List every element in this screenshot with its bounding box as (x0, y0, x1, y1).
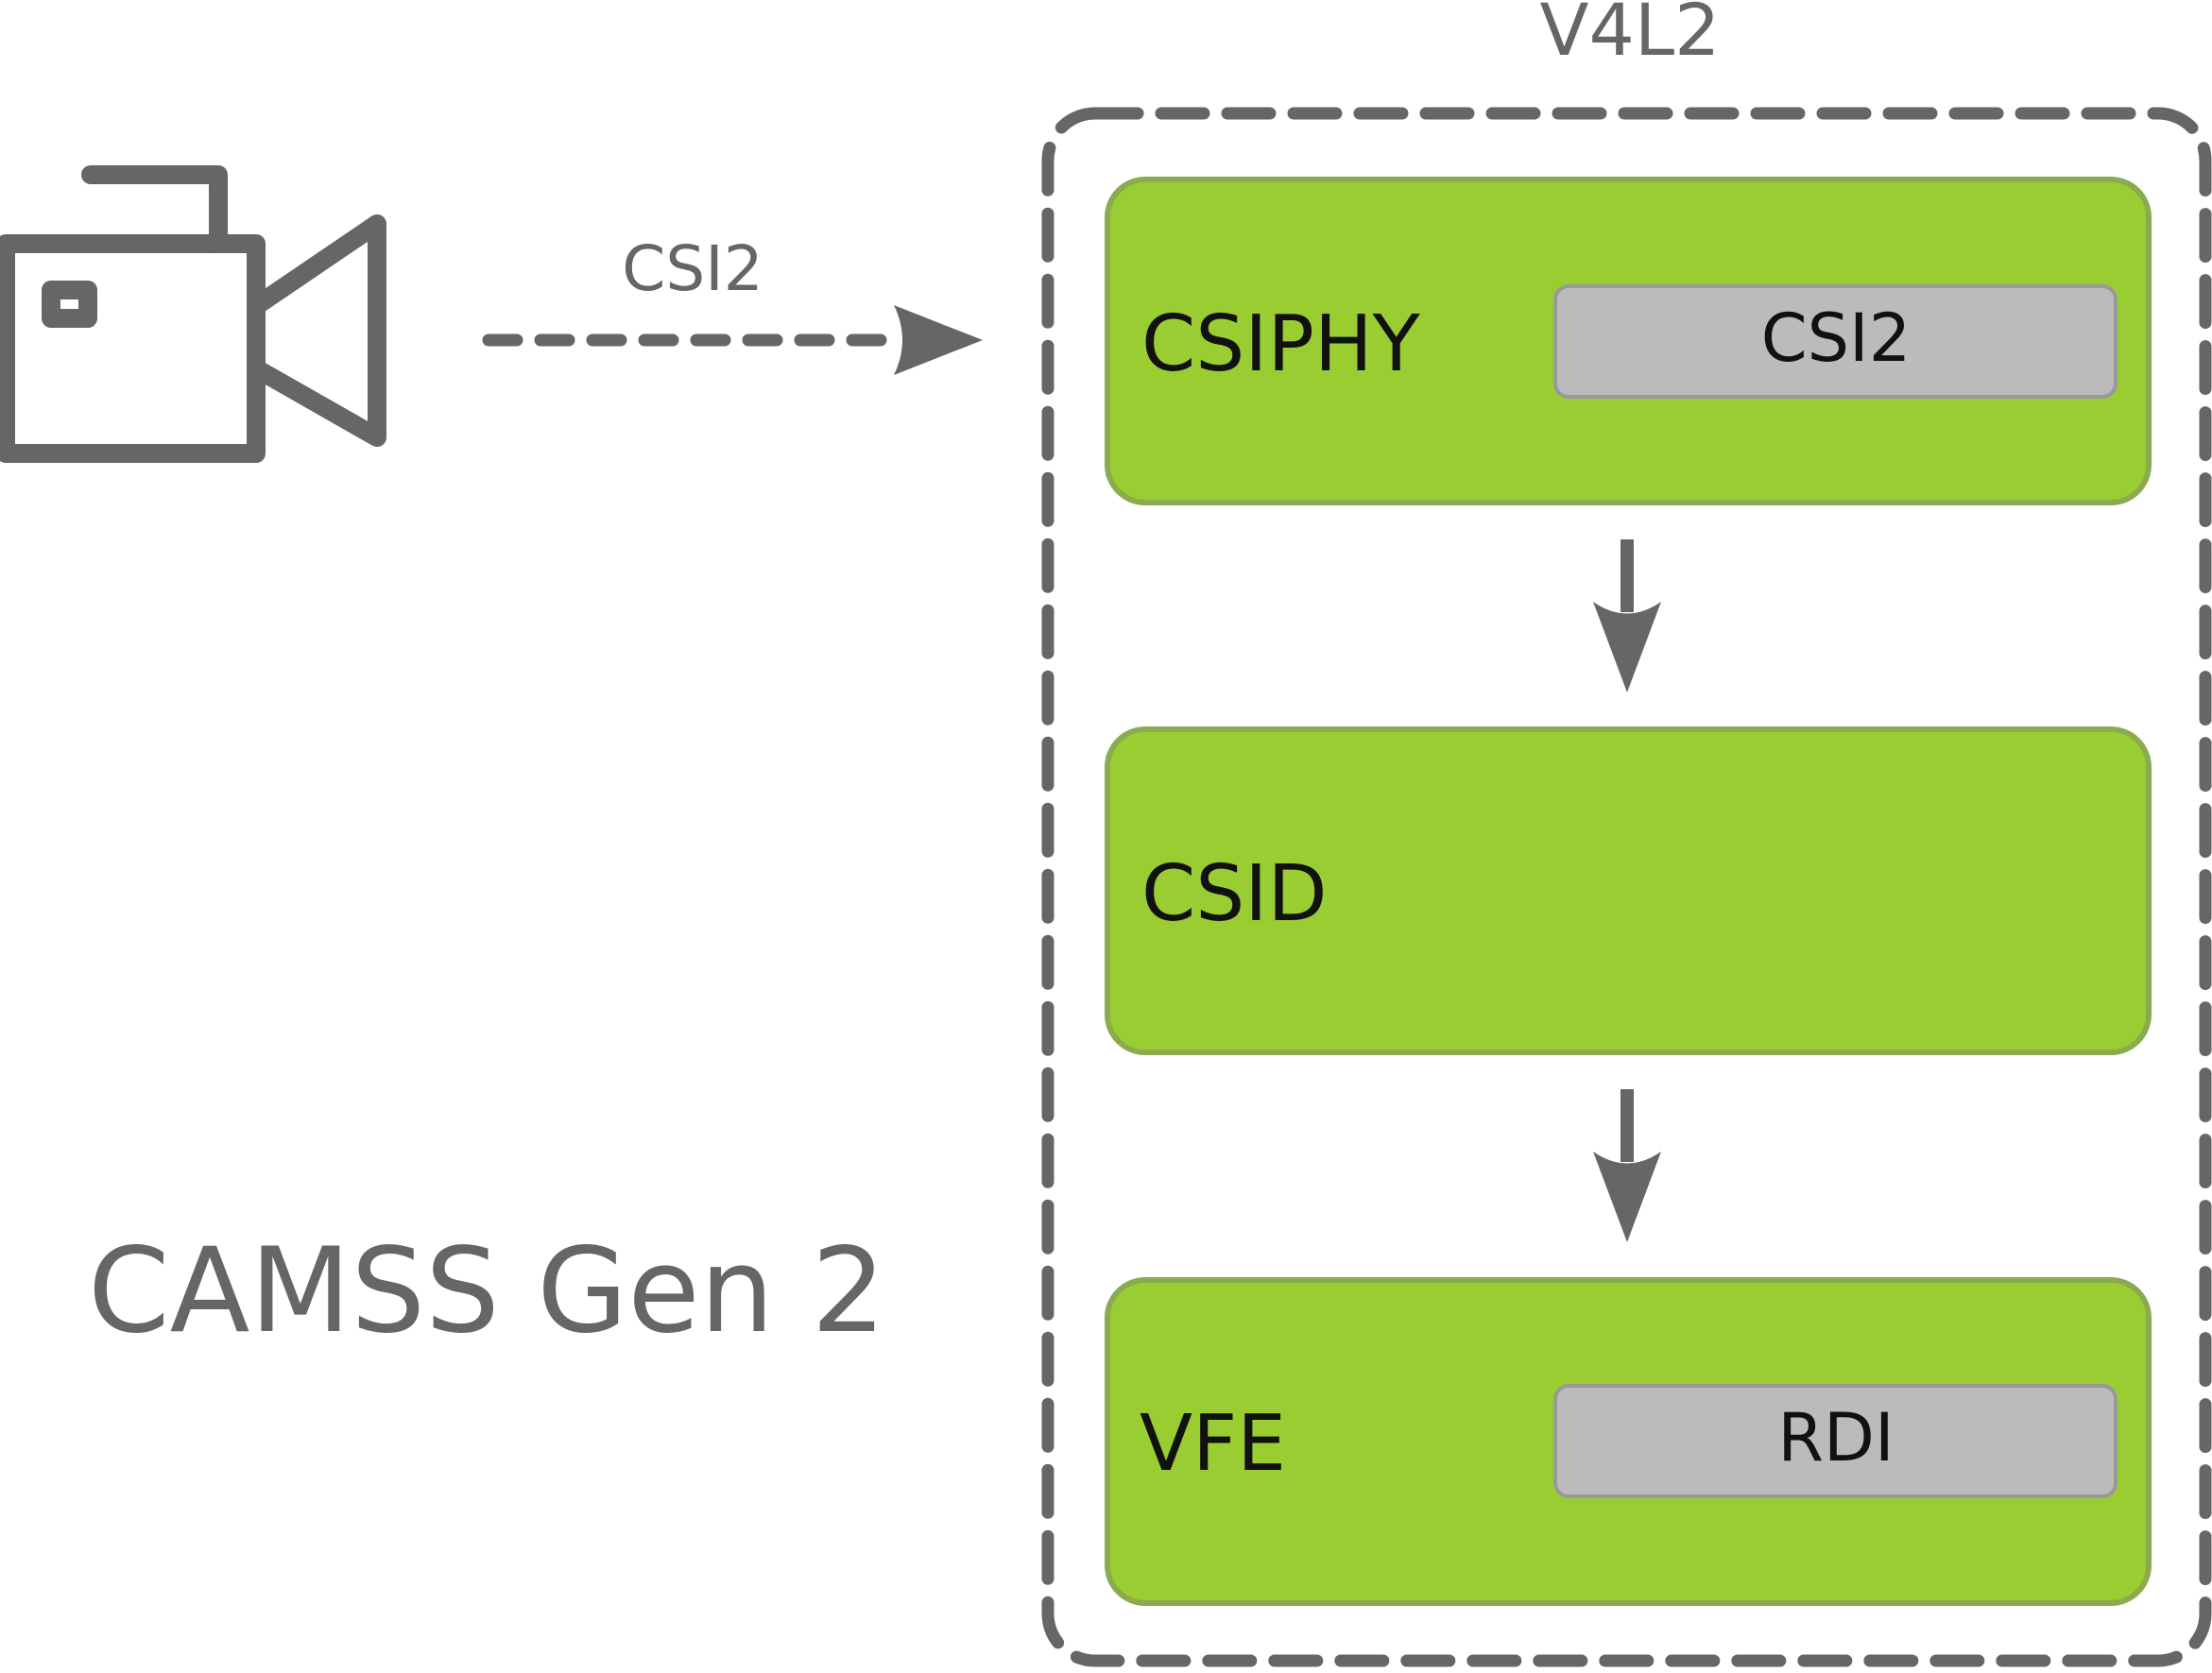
diagram-title: CAMSS Gen 2 (88, 1223, 886, 1359)
block-csiphy-label: CSIPHY (1141, 299, 1421, 389)
csi2-link-label: CSI2 (622, 232, 763, 305)
subblock-rdi (1553, 1384, 2118, 1498)
block-csid: CSID (1105, 726, 2152, 1055)
block-csiphy: CSIPHY CSI2 (1105, 177, 2152, 505)
subblock-csi2-label: CSI2 (1761, 299, 1912, 377)
block-vfe: VFE RDI (1105, 1277, 2152, 1606)
arrow-csiphy-to-csid (1593, 539, 1661, 692)
v4l2-container (1041, 107, 2212, 1667)
block-vfe-label: VFE (1140, 1399, 1286, 1489)
video-camera-icon (0, 165, 386, 463)
block-csid-label: CSID (1141, 849, 1328, 939)
csi2-link-arrow (482, 305, 983, 375)
subblock-rdi-label: RDI (1777, 1399, 1894, 1477)
arrow-csid-to-vfe (1593, 1089, 1661, 1242)
v4l2-label: V4L2 (1539, 0, 1720, 72)
subblock-csi2 (1553, 284, 2118, 399)
